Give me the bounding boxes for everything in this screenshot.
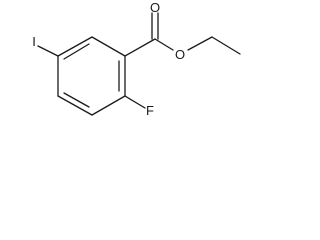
- molecule-structure: I F O O: [32, 0, 241, 118]
- iodine-atom-label: I: [32, 34, 36, 49]
- fluorine-atom-label: F: [146, 103, 154, 118]
- bond-carbonyl-to-ester-oxygen: [154, 38, 174, 51]
- carbonyl-oxygen-label: O: [150, 0, 160, 15]
- bond-ring-to-fluorine: [124, 95, 146, 109]
- bond-ring-to-carbonyl: [124, 38, 156, 57]
- ring-bond-c5-c6: [57, 36, 93, 57]
- ring-bond-c6-c1: [91, 36, 126, 57]
- ring-bond-c3-c4: [57, 95, 93, 116]
- ring-bond-c2-c3: [91, 95, 126, 116]
- ring-double-bond-inner-3: [63, 43, 90, 60]
- bond-ethyl-ch2-ch3: [211, 36, 241, 55]
- ring-double-bond-inner-2: [63, 92, 90, 108]
- ester-oxygen-label: O: [175, 47, 185, 62]
- bond-ester-oxygen-to-ch2: [187, 36, 213, 51]
- benzene-ring: [57, 36, 126, 116]
- bond-ring-to-iodine: [37, 45, 59, 57]
